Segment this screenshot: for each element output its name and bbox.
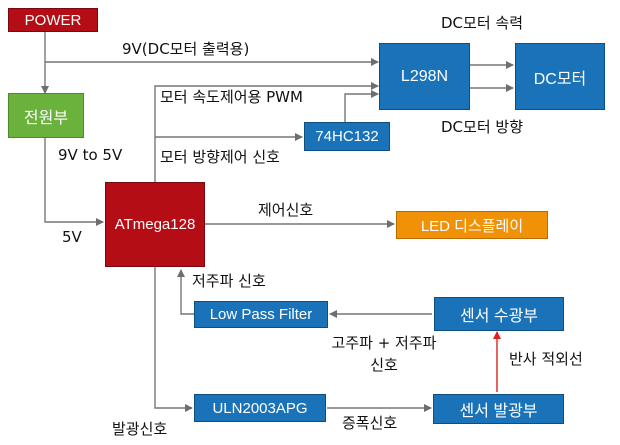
uln2003apg-block: ULN2003APG	[194, 394, 326, 422]
label-direction-signal: 모터 방향제어 신호	[160, 148, 280, 166]
wire-74hc132-to-l298n	[344, 90, 379, 122]
power-supply-block: 전원부	[8, 93, 84, 138]
label-mixed-frequency-signal: 고주파 + 저주파 신호	[318, 334, 450, 374]
label-mixed-line-1: 고주파 + 저주파	[331, 334, 437, 352]
label-dc-motor-speed: DC모터 속력	[441, 14, 523, 32]
label-speed-pwm: 모터 속도제어용 PWM	[160, 88, 303, 106]
label-reflected-ir: 반사 적외선	[509, 350, 583, 368]
atmega128-block: ATmega128	[105, 182, 205, 267]
wire-lpf-to-mcu	[177, 269, 194, 315]
wire-mcu-to-uln	[154, 267, 193, 412]
dc-motor-block: DC모터	[515, 43, 605, 110]
led-display-block: LED 디스플레이	[396, 211, 548, 239]
power-block: POWER	[8, 8, 98, 32]
wire-mcu-bus	[154, 82, 379, 182]
label-control-signal: 제어신호	[258, 201, 314, 219]
low-pass-filter-block: Low Pass Filter	[194, 301, 328, 328]
label-amplified-signal: 증폭신호	[342, 414, 398, 432]
label-5v: 5V	[62, 228, 82, 246]
label-mixed-line-2: 신호	[370, 356, 398, 374]
label-dc-motor-direction: DC모터 방향	[441, 118, 523, 136]
label-9v-motor-output: 9V(DC모터 출력용)	[122, 40, 250, 58]
sensor-receiver-block: 센서 수광부	[434, 297, 564, 331]
label-emit-signal: 발광신호	[112, 420, 168, 438]
sensor-emitter-block: 센서 발광부	[433, 394, 564, 424]
wire-supply-to-mcu	[44, 138, 104, 226]
l298n-block: L298N	[379, 43, 470, 110]
label-low-frequency-signal: 저주파 신호	[192, 272, 266, 290]
74hc132-block: 74HC132	[304, 122, 390, 151]
label-9v-to-5v: 9V to 5V	[58, 146, 123, 164]
